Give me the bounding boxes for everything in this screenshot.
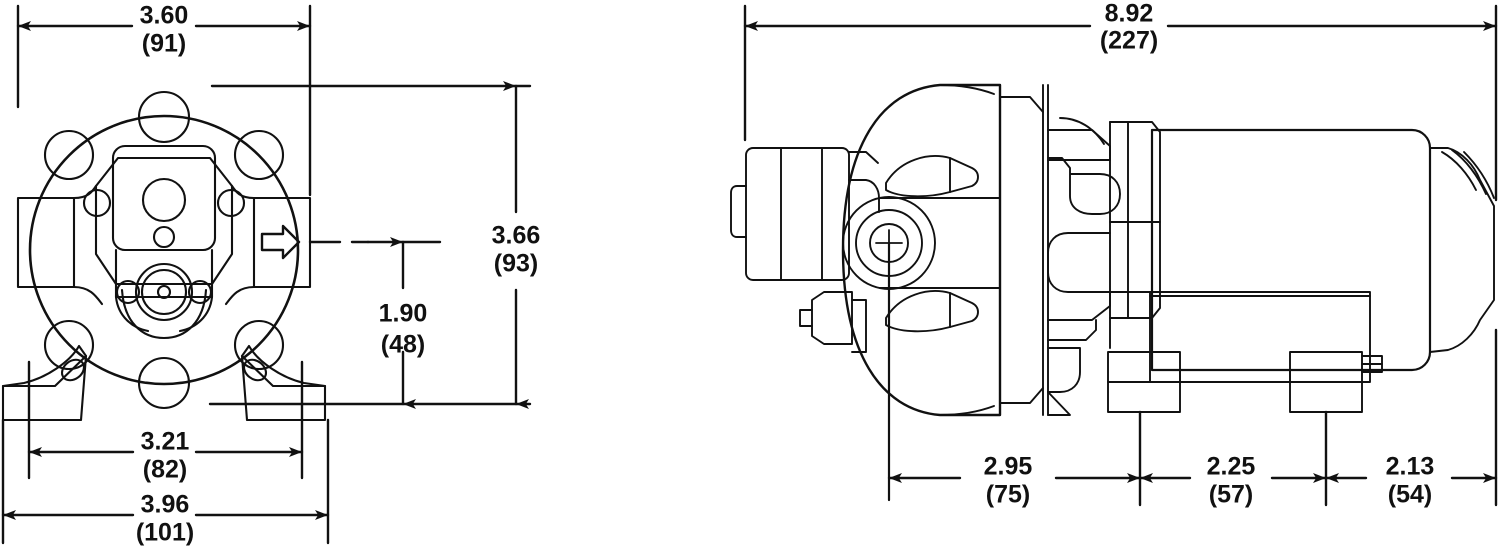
connector-pin — [799, 309, 813, 327]
side-view-geometry — [730, 83, 1495, 502]
head-to-motor-collar — [999, 96, 1044, 113]
motor-mount-plate — [1109, 121, 1161, 223]
bolt-hole — [137, 90, 191, 144]
valve-small-hole — [152, 225, 176, 249]
lower-body-block — [114, 248, 214, 299]
motor-body — [1150, 128, 1432, 372]
cooling-fin — [1451, 149, 1487, 195]
dim-1-90-mm: (48) — [381, 331, 425, 359]
boss-fillet-right-bottom — [224, 285, 256, 306]
pressure-switch-housing — [745, 147, 850, 281]
shaft-screw-right — [187, 279, 213, 305]
dim-3-60-inch: 3.60 — [140, 2, 189, 30]
dim-2-13-mm: (54) — [1388, 481, 1432, 509]
mounting-foot-left-plate — [1, 354, 88, 422]
switch-shoulder — [848, 179, 880, 213]
lower-body-curve-2 — [178, 295, 214, 333]
motor-foot-right — [1289, 351, 1363, 413]
boss-fillet-left-bottom — [72, 285, 104, 306]
mounting-foot-right — [240, 344, 327, 388]
bottom-pad-outline — [120, 288, 208, 340]
valve-housing-outline — [94, 156, 234, 286]
bolt-hole — [233, 129, 285, 181]
switch-side-nub — [730, 185, 747, 238]
dim-3-66-mm: (93) — [494, 250, 538, 278]
bolt-hole — [233, 319, 285, 371]
flow-arrow-icon — [260, 224, 301, 260]
collar-rib-top-2 — [1059, 117, 1105, 145]
bolt-hole — [43, 319, 95, 371]
collar-rib-top — [1047, 129, 1111, 161]
foot-connecting-bar — [1179, 369, 1291, 383]
dome-cap-top — [939, 84, 995, 95]
motor-end-cap — [1429, 147, 1495, 353]
lower-body-curve — [114, 295, 150, 333]
front-view-dimensions — [1, 4, 532, 545]
shaft-screw-left — [115, 279, 141, 305]
shaft-boss-outer — [134, 262, 194, 322]
dim-3-96-inch: 3.96 — [141, 491, 190, 519]
shaft-center-hole — [156, 284, 172, 300]
dim-2-25-mm: (57) — [1209, 481, 1253, 509]
dimension-labels: 3.60 (91) 3.21 (82) 3.96 (101) 3.66 (93)… — [136, 0, 1435, 547]
connector-block — [851, 299, 867, 353]
outlet-port-boss — [252, 196, 312, 289]
collar-lug-mid — [1047, 232, 1111, 293]
head-rib-upper — [885, 155, 979, 198]
head-rib-lower — [885, 290, 979, 333]
motor-base-rail — [1149, 291, 1371, 383]
valve-screw-hole — [82, 188, 112, 218]
collar-chamfer — [1047, 391, 1071, 416]
switch-top-bracket — [848, 151, 879, 164]
dome-cap-bottom — [939, 405, 995, 416]
dim-2-13-inch: 2.13 — [1386, 453, 1435, 481]
collar-foot-shape — [1047, 347, 1081, 393]
dim-2-25-inch: 2.25 — [1207, 453, 1256, 481]
cooling-fin — [1463, 151, 1495, 199]
foot-slot-right — [242, 358, 268, 382]
motor-foot-left — [1107, 351, 1181, 413]
dim-3-96-mm: (101) — [136, 519, 194, 547]
foot-slot-left — [60, 358, 86, 382]
dim-3-21-mm: (82) — [143, 456, 187, 484]
motor-mount-plate-b — [1109, 291, 1161, 319]
mounting-foot-right-plate — [240, 354, 327, 422]
pump-head-dome — [841, 83, 1002, 417]
pump-head-outer-circle — [28, 114, 300, 386]
head-to-motor-collar-b — [999, 387, 1044, 404]
dim-1-90-inch: 1.90 — [379, 300, 428, 328]
valve-center-hole — [141, 177, 187, 223]
collar-rib-bottom-2 — [1047, 319, 1097, 341]
shaft-boss-mid — [140, 268, 188, 316]
dim-8-92-mm: (227) — [1100, 27, 1158, 55]
inlet-port-boss — [16, 196, 76, 289]
mounting-foot-left — [1, 344, 88, 388]
dim-3-60-mm: (91) — [142, 30, 186, 58]
valve-screw-hole — [216, 188, 246, 218]
dim-8-92-inch: 8.92 — [1105, 0, 1154, 28]
front-view-geometry — [1, 90, 327, 422]
collar-rib-bottom — [1047, 291, 1111, 321]
electrical-connector — [811, 291, 853, 345]
cooling-fin — [1441, 151, 1477, 191]
dim-3-66-inch: 3.66 — [492, 222, 541, 250]
dim-2-95-mm: (75) — [986, 481, 1030, 509]
side-view-dimensions — [743, 4, 1498, 507]
dim-3-21-inch: 3.21 — [141, 428, 190, 456]
bolt-hole — [137, 356, 191, 410]
valve-plate — [111, 144, 217, 252]
dim-2-95-inch: 2.95 — [984, 453, 1033, 481]
bolt-hole — [43, 129, 95, 181]
